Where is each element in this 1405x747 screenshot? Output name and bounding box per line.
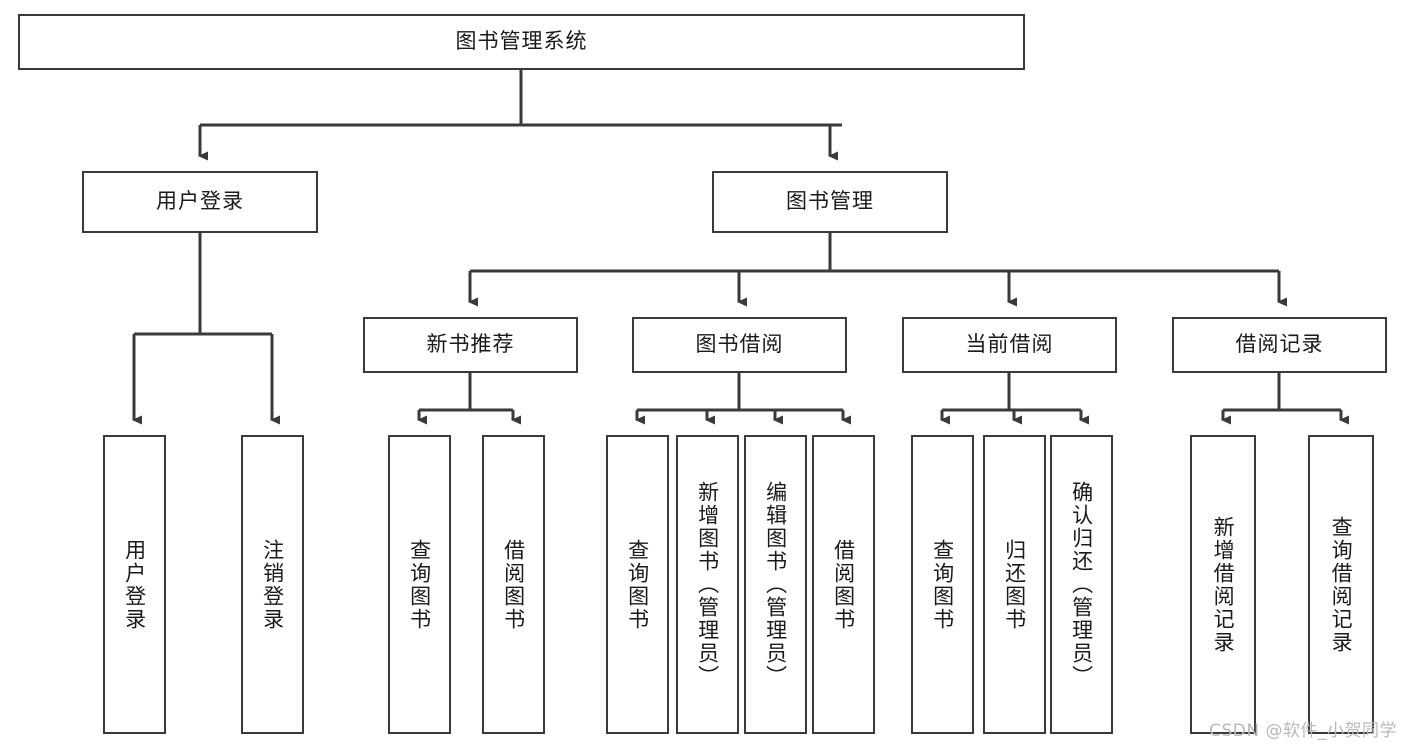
csdn-watermark: CSDN @软件_小贺同学 [1209,721,1397,741]
node-root[interactable]: 图书管理系统 [18,14,1025,70]
leaf-query-book-borrow[interactable]: 查询图书 [606,435,669,734]
node-user-login[interactable]: 用户登录 [82,171,318,233]
leaf-query-borrow-record[interactable]: 查询借阅记录 [1308,435,1374,734]
leaf-borrow-book[interactable]: 借阅图书 [812,435,875,734]
leaf-edit-book-admin[interactable]: 编辑图书（管理员） [744,435,807,734]
leaf-query-book-recommend[interactable]: 查询图书 [388,435,451,734]
node-book-management[interactable]: 图书管理 [712,171,948,233]
leaf-query-book-current[interactable]: 查询图书 [911,435,974,734]
node-borrow-record[interactable]: 借阅记录 [1172,317,1387,373]
leaf-confirm-return-admin[interactable]: 确认归还（管理员） [1050,435,1113,734]
node-new-book-recommend[interactable]: 新书推荐 [363,317,578,373]
leaf-return-book[interactable]: 归还图书 [983,435,1046,734]
leaf-user-login[interactable]: 用户登录 [103,435,166,734]
leaf-logout[interactable]: 注销登录 [241,435,304,734]
leaf-add-book-admin[interactable]: 新增图书（管理员） [676,435,739,734]
leaf-add-borrow-record[interactable]: 新增借阅记录 [1190,435,1256,734]
node-book-borrow[interactable]: 图书借阅 [632,317,847,373]
node-current-borrow[interactable]: 当前借阅 [902,317,1117,373]
leaf-borrow-book-recommend[interactable]: 借阅图书 [482,435,545,734]
